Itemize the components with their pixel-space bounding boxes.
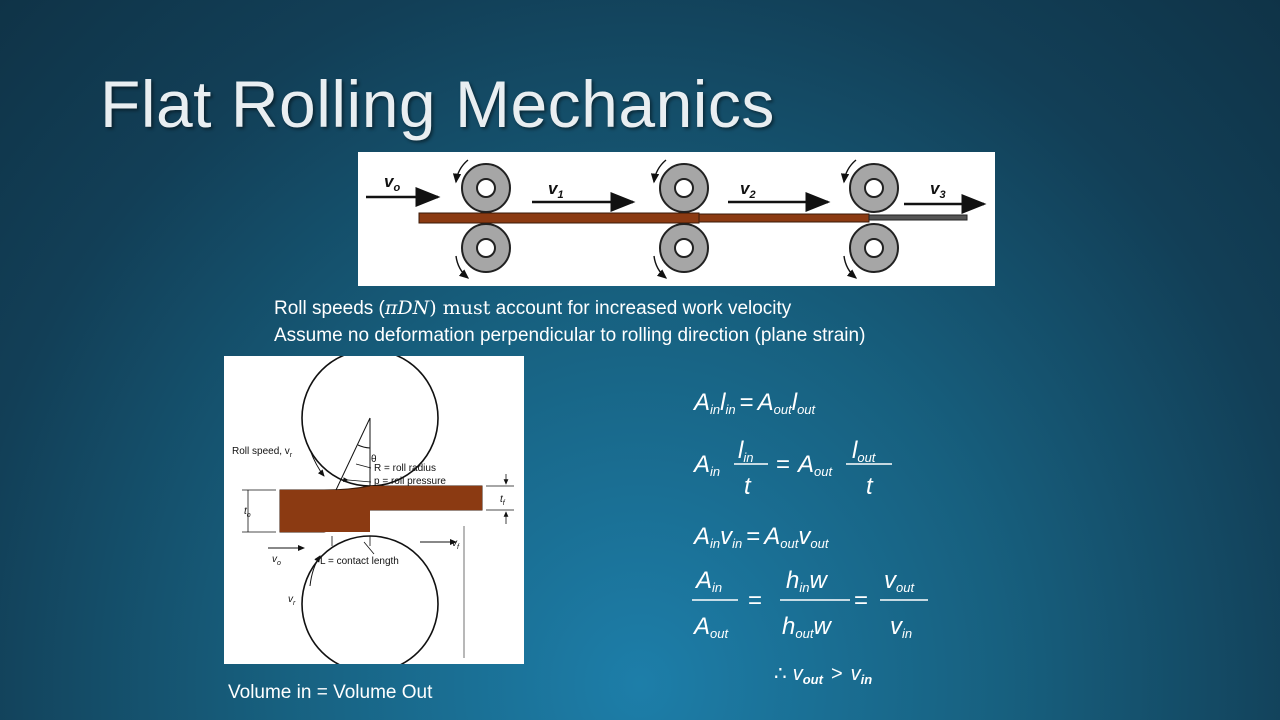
equation-volume: Ainlin=Aoutlout <box>692 389 817 417</box>
bullet-roll-speeds: Roll speeds (πDN) must account for incre… <box>274 297 792 319</box>
tandem-rolling-svg: vo v1 v2 v3 <box>366 159 987 279</box>
roll-stand-3 <box>840 159 899 279</box>
svg-text:vout: vout <box>884 567 915 595</box>
roll-speed-label: Roll speed, vr <box>232 446 293 459</box>
theta-label: θ <box>371 454 377 465</box>
vf-label: vf <box>452 538 460 551</box>
volume-caption: Volume in = Volume Out <box>228 682 433 703</box>
t0-label: to <box>244 506 251 519</box>
svg-text:Ain: Ain <box>694 567 722 595</box>
equation-ratio: Ain Aout = hinw houtw = vout vin <box>692 567 928 641</box>
label-v2: v2 <box>740 179 756 201</box>
work-strip <box>418 212 700 224</box>
roll-stand-2 <box>650 159 709 279</box>
svg-text:Aout: Aout <box>692 613 729 641</box>
svg-text:hinw: hinw <box>786 567 828 595</box>
svg-text:lin: lin <box>738 437 753 465</box>
label-v3: v3 <box>930 179 946 201</box>
equation-length-per-time: Ain lin t = Aout lout t <box>692 437 892 500</box>
roll-radius-label: R = roll radius <box>374 463 436 474</box>
svg-text:Ainlin=Aoutlout: Ainlin=Aoutlout <box>692 389 817 417</box>
svg-text:Ain: Ain <box>692 451 720 479</box>
svg-text:t: t <box>866 473 874 500</box>
contact-length-label: L = contact length <box>320 556 399 567</box>
roll-stand-1 <box>452 159 511 279</box>
bullet-plane-strain: Assume no deformation perpendicular to r… <box>274 325 866 346</box>
svg-text:=: = <box>776 451 790 478</box>
slide-title: Flat Rolling Mechanics <box>100 67 775 141</box>
svg-text:=: = <box>748 587 762 614</box>
svg-text:vin: vin <box>890 613 912 641</box>
svg-text:∴vout>vin: ∴vout>vin <box>774 663 872 687</box>
work-strip-2 <box>698 213 870 223</box>
continuity-equations: Ainlin=Aoutlout Ain lin t = Aout lout t … <box>690 378 950 708</box>
roll-pressure-label: p = roll pressure <box>374 476 446 487</box>
work-strip-3 <box>868 214 968 221</box>
label-v1: v1 <box>548 179 564 201</box>
svg-text:houtw: houtw <box>782 613 832 641</box>
svg-text:t: t <box>744 473 752 500</box>
svg-text:Aout: Aout <box>796 451 833 479</box>
roll-bite-figure: θ R = roll radius p = roll pressure Roll… <box>224 349 524 673</box>
equations-svg: Ainlin=Aoutlout Ain lin t = Aout lout t … <box>692 389 928 687</box>
svg-text:=: = <box>854 587 868 614</box>
pi-d-n-expression: πDN <box>384 297 430 319</box>
bullet-text: Roll speeds (πDN) must account for incre… <box>274 295 865 349</box>
vr-label: vr <box>288 594 296 607</box>
svg-text:lout: lout <box>852 437 877 465</box>
v0-label: vo <box>272 554 281 567</box>
tandem-rolling-figure: vo v1 v2 v3 <box>358 152 995 286</box>
equation-area-velocity: Ainvin=Aoutvout <box>692 523 830 551</box>
label-v0: vo <box>384 172 400 194</box>
roll-bite-svg: θ R = roll radius p = roll pressure Roll… <box>232 349 514 673</box>
svg-text:Ainvin=Aoutvout: Ainvin=Aoutvout <box>692 523 830 551</box>
tf-label: tf <box>500 494 506 507</box>
equation-conclusion: ∴vout>vin <box>774 663 872 687</box>
